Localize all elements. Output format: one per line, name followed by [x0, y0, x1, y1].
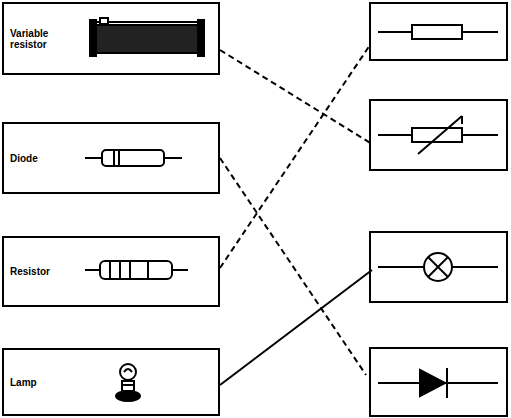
symbol-box — [370, 232, 507, 302]
match-line — [220, 158, 366, 375]
component-name: Lamp — [10, 377, 66, 388]
lamp-symbol — [378, 253, 498, 281]
label-box: Lamp — [2, 348, 220, 416]
match-line — [220, 45, 370, 268]
label-box: Variable resistor — [2, 2, 220, 75]
component-name: Resistor — [10, 266, 66, 277]
diode-symbol — [378, 368, 498, 398]
label-box: Diode — [2, 122, 220, 194]
symbol-box — [370, 100, 507, 170]
resistor-picture — [85, 261, 188, 279]
variable-resistor-symbol — [378, 116, 498, 154]
symbol-box — [370, 3, 507, 60]
lamp-picture — [116, 364, 140, 401]
label-box: Resistor — [2, 236, 220, 307]
match-line — [220, 270, 372, 385]
variable-resistor-picture — [90, 18, 204, 56]
component-name: Diode — [10, 153, 66, 164]
diode-picture — [85, 150, 182, 166]
symbol-boxes — [370, 3, 507, 416]
match-line — [220, 50, 372, 144]
symbol-box — [370, 348, 507, 416]
resistor-symbol — [378, 25, 498, 39]
component-name: Variable resistor — [10, 28, 66, 50]
